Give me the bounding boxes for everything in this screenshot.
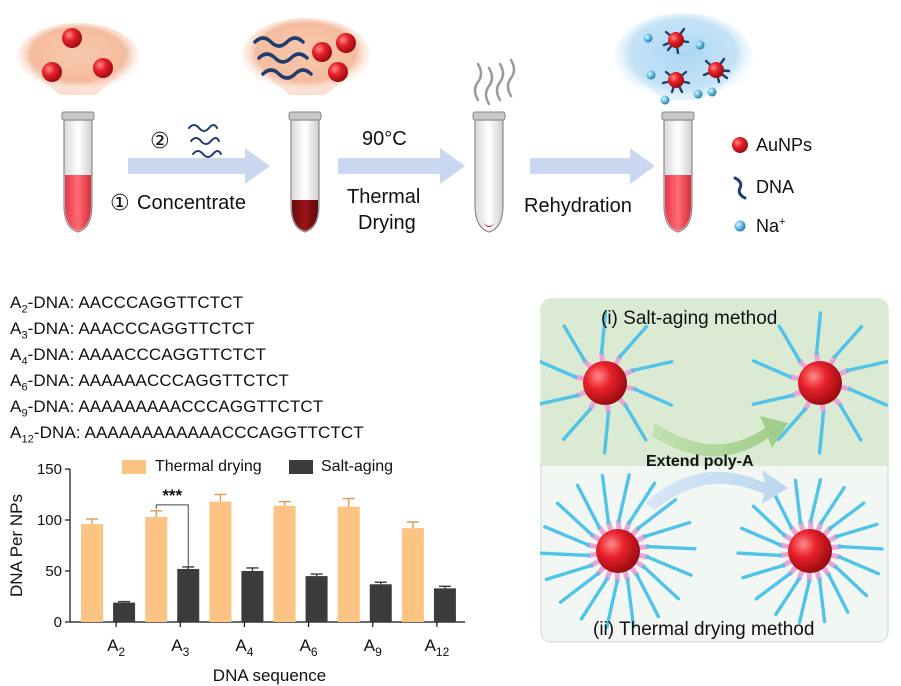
sequence-a4: A4-DNA: AAAACCCAGGTTCTCT <box>10 345 266 368</box>
sequence-a6: A6-DNA: AAAAAACCCAGGTTCTCT <box>10 371 289 394</box>
nanoparticle-thermal-before <box>540 473 697 629</box>
dna-legend-icon <box>733 176 747 200</box>
bar-thermal <box>145 516 168 622</box>
thermal-label: Thermal <box>347 186 421 208</box>
sequence-a3: A3-DNA: AAACCCAGGTTCTCT <box>10 319 255 342</box>
tube-3 <box>472 58 516 233</box>
legend-swatch-thermal <box>122 460 146 474</box>
tube-4 <box>661 111 695 233</box>
bar-salt <box>113 602 136 622</box>
legend-na: Na+ <box>756 216 786 236</box>
sequence-a9: A9-DNA: AAAAAAAAACCCAGGTTCTCT <box>10 397 324 420</box>
x-tick-label: A2 <box>107 636 125 659</box>
bar-salt <box>177 568 200 622</box>
y-tick-label: 150 <box>37 461 62 478</box>
process-arrows <box>128 148 655 184</box>
halo-2 <box>241 18 371 95</box>
y-tick-label: 50 <box>45 563 62 580</box>
legend-swatch-salt <box>289 460 313 474</box>
rehydration-label: Rehydration <box>524 195 632 217</box>
extend-poly-a-label: Extend poly-A <box>646 453 754 470</box>
y-tick-label: 100 <box>37 512 62 529</box>
y-tick-label: 0 <box>54 614 62 631</box>
extend-arrow-bottom <box>645 470 788 510</box>
y-axis-title: DNA Per NPs <box>7 494 26 597</box>
x-tick-label: A3 <box>171 636 189 659</box>
legend-thermal-drying: Thermal drying <box>155 458 262 475</box>
halo-blue <box>613 13 753 105</box>
sequence-a12: A12-DNA: AAAAAAAAAAAACCCAGGTTCTCT <box>10 423 364 446</box>
halo-1 <box>16 23 140 95</box>
bar-thermal <box>273 505 296 622</box>
significance-stars: *** <box>162 486 182 505</box>
concentrate-label: Concentrate <box>137 192 246 214</box>
extend-arrow-top <box>652 416 788 457</box>
bar-salt <box>369 584 392 622</box>
significance-bracket <box>155 504 189 567</box>
bar-salt <box>241 571 264 622</box>
bar-salt <box>305 576 328 622</box>
nanoparticle-salt-before <box>540 311 674 455</box>
bar-thermal <box>81 524 104 622</box>
tube-2 <box>288 111 322 233</box>
legend-aunps: AuNPs <box>756 135 813 155</box>
bar-thermal <box>209 501 232 622</box>
dna-small-icon <box>188 124 222 158</box>
step-1-marker: ① <box>110 190 130 215</box>
legend-dna: DNA <box>756 177 795 197</box>
nanoparticle-salt-after <box>751 311 889 455</box>
x-tick-label: A6 <box>300 636 318 659</box>
sequence-a2: A2-DNA: AACCCAGGTTCTCT <box>10 293 244 316</box>
step-2-marker: ② <box>150 128 170 153</box>
aunp-legend-icon <box>732 137 748 153</box>
legend-salt-aging: Salt-aging <box>321 458 394 475</box>
x-tick-label: A12 <box>425 636 450 659</box>
tube-1 <box>61 111 95 233</box>
scheme-graphic <box>16 13 753 233</box>
x-tick-label: A9 <box>364 636 382 659</box>
x-axis-title: DNA sequence <box>213 666 326 685</box>
method-comparison-panel <box>540 298 889 643</box>
drying-label: Drying <box>358 212 416 234</box>
bar-salt <box>433 588 456 622</box>
salt-aging-method-label: (i) Salt-aging method <box>601 308 778 329</box>
bar-thermal <box>401 528 424 622</box>
x-tick-label: A4 <box>235 636 253 659</box>
temperature-label: 90°C <box>362 128 407 150</box>
na-legend-icon <box>734 220 746 232</box>
nanoparticle-thermal-after <box>736 478 884 624</box>
bar-thermal <box>337 506 360 622</box>
thermal-drying-method-label: (ii) Thermal drying method <box>593 619 815 640</box>
